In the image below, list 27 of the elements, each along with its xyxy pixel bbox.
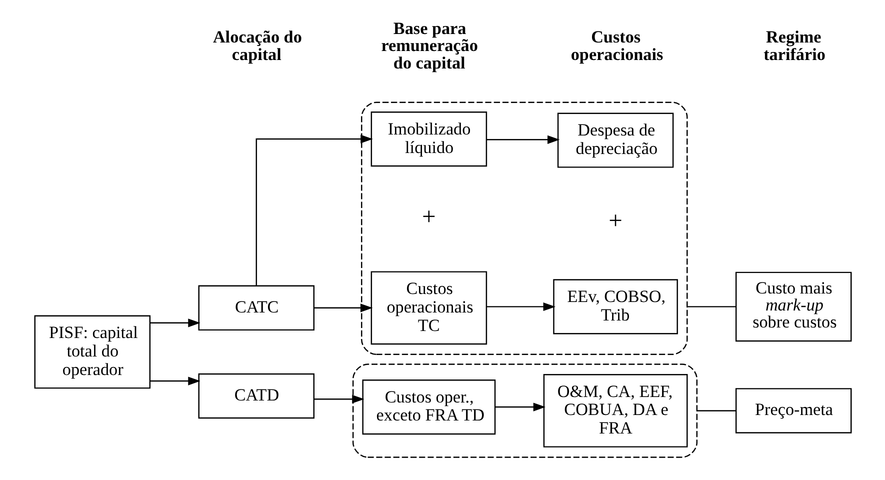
node-box: Imobilizado líquido bbox=[370, 112, 487, 167]
label: Alocação do capital bbox=[212, 28, 302, 64]
node-box: Custo mais mark-up sobre custos bbox=[734, 272, 852, 342]
node-box: EEv, COBSO, Trib bbox=[552, 279, 678, 334]
node-box: CATD bbox=[198, 373, 314, 419]
label: Base para remuneração do capital bbox=[380, 19, 478, 72]
label: Regime tarifário bbox=[763, 28, 825, 64]
connector bbox=[696, 410, 736, 412]
node-box: O&M, CA, EEF, COBUA, DA e FRA bbox=[542, 374, 688, 448]
node-box: Preço-meta bbox=[734, 388, 852, 434]
node-box: Despesa de depreciação bbox=[556, 112, 674, 168]
arrow bbox=[486, 302, 556, 311]
label: + bbox=[422, 204, 436, 231]
connector bbox=[686, 306, 736, 308]
label: + bbox=[608, 207, 622, 234]
arrow bbox=[150, 376, 200, 386]
arrow bbox=[150, 318, 200, 328]
node-box: Custos oper., exceto FRA TD bbox=[362, 380, 496, 435]
arrow bbox=[255, 134, 372, 286]
arrow bbox=[486, 135, 560, 144]
node-box: Custos operacionais TC bbox=[370, 271, 487, 345]
node-box: CATC bbox=[198, 285, 314, 331]
arrow bbox=[314, 304, 372, 312]
arrow bbox=[494, 402, 546, 412]
node-box: PISF: capital total do operador bbox=[34, 315, 150, 389]
arrow bbox=[314, 394, 364, 404]
label: Custos operacionais bbox=[570, 28, 663, 64]
